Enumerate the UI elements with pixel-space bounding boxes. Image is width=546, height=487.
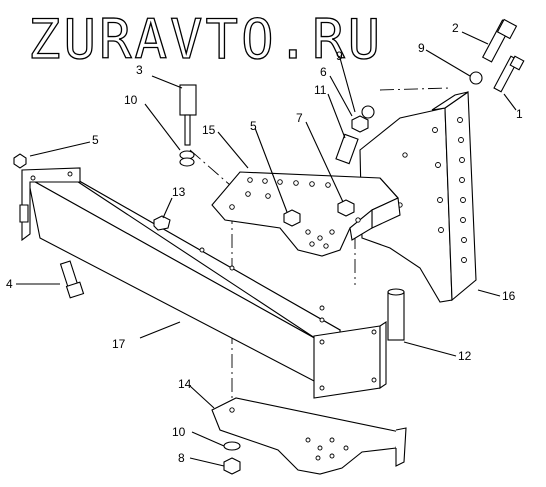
sleeve-11	[335, 133, 359, 165]
upper-bracket	[211, 171, 401, 257]
callout-2: 2	[452, 21, 459, 35]
leader-lines	[16, 31, 517, 467]
lower-bracket-holes	[229, 407, 349, 461]
callout-labels: 1 2 3 4 5 5 6 7 8 9 9 10 10 11 12 13 14 …	[6, 21, 523, 465]
bolt-2	[481, 18, 518, 63]
vertical-mounting-plate	[359, 90, 477, 303]
nut-6	[351, 115, 369, 133]
callout-6: 6	[320, 65, 327, 79]
nut-8	[223, 457, 241, 475]
callout-1: 1	[516, 107, 523, 121]
spacer-12	[387, 288, 405, 341]
callout-8: 8	[178, 451, 185, 465]
hardware	[13, 18, 525, 475]
callout-17: 17	[112, 337, 126, 351]
callout-5-center: 5	[250, 119, 257, 133]
nut-13	[153, 215, 171, 231]
washer-10-lower	[223, 441, 241, 451]
lower-bracket	[211, 397, 407, 475]
main-beam	[19, 167, 387, 399]
callout-10-upper: 10	[124, 93, 138, 107]
callout-16: 16	[502, 289, 516, 303]
callout-4: 4	[6, 277, 13, 291]
callout-11: 11	[314, 83, 327, 97]
callout-10-lower: 10	[172, 425, 186, 439]
callout-12: 12	[458, 349, 472, 363]
callout-3: 3	[136, 63, 143, 77]
callout-14: 14	[178, 377, 192, 391]
nut-7	[337, 199, 355, 217]
callout-7: 7	[296, 111, 303, 125]
nut-5-left	[13, 153, 27, 169]
bolt-1	[493, 55, 525, 93]
watermark-text: ZURAVTO.RU	[28, 8, 383, 71]
callout-15: 15	[202, 123, 216, 137]
bracket-holes	[229, 177, 361, 249]
washer-9-right	[469, 71, 483, 85]
callout-9-left: 9	[336, 49, 343, 63]
bolt-4	[59, 260, 85, 299]
nut-5-center	[283, 209, 301, 227]
washer-9-left	[361, 105, 375, 119]
plate-holes	[397, 117, 467, 263]
callout-5-left: 5	[92, 133, 99, 147]
bolt-3	[179, 84, 197, 146]
callout-13: 13	[172, 185, 186, 199]
callout-9-right: 9	[418, 41, 425, 55]
washer-10-upper	[179, 150, 195, 167]
